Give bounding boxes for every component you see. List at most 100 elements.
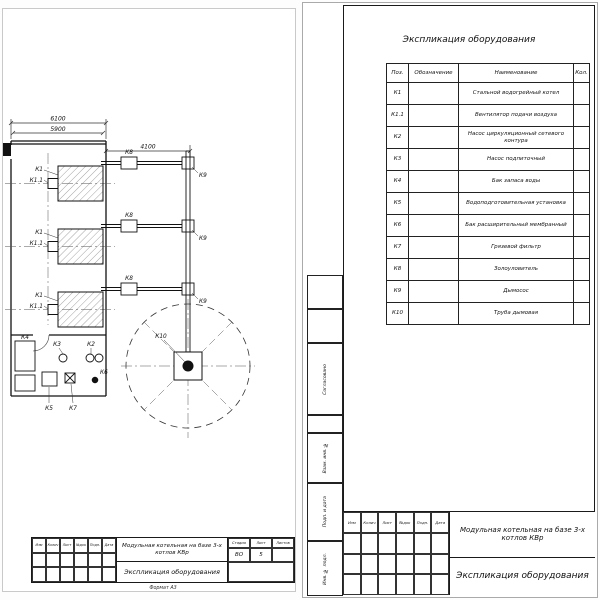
ash-collector-3 [120, 282, 138, 296]
dim-5900: 5900 [50, 126, 65, 133]
expansion-tank [91, 376, 99, 384]
col-header-pos: Поз. [386, 63, 409, 83]
stamp-col-data: Дата [431, 512, 450, 533]
label-k9-1st: К9 [199, 173, 207, 179]
boilers [47, 165, 104, 328]
stamp-col-list: Лист [60, 538, 74, 553]
label-k6: К6 [100, 370, 108, 376]
water-treatment-unit [41, 371, 58, 387]
label-k1-2nd: К1 [35, 230, 43, 236]
sheet-label: Лист [250, 538, 272, 548]
sheets-label: Листов [272, 538, 294, 548]
plan-svg: 6100 5900 4100 [3, 116, 255, 438]
col-header-qty: Кол. [573, 63, 590, 83]
left-title-block: Изм Колич Лист №док Подп. Дата Модульная… [31, 537, 295, 591]
stamp-col-kolich: Колич [360, 512, 379, 533]
project-title: Модульная котельная на базе 3-х котлов К… [117, 538, 227, 563]
right-title-block: Изм Колич Лист №док Подп. Дата Модульная… [343, 511, 595, 595]
label-k3: К3 [53, 342, 61, 348]
left-sheet: 6100 5900 4100 [2, 8, 296, 592]
project-title: Модульная котельная на базе 3-х котлов К… [450, 512, 595, 558]
label-k11-2nd: К1.1 [30, 241, 43, 247]
stage-value: ВО [228, 548, 250, 562]
label-k8-2nd: К8 [125, 213, 133, 219]
label-k9-2nd: К9 [199, 236, 207, 242]
fan-3 [47, 304, 59, 315]
stamp-col-list: Лист [378, 512, 397, 533]
revision-grid: Изм Колич Лист №док Подп. Дата [32, 538, 117, 583]
water-storage-tank [14, 340, 36, 372]
smoke-exhauster-3 [181, 282, 195, 296]
network-pump-2 [94, 353, 104, 363]
boiler-3 [57, 291, 104, 328]
stamp-col-izm: Изм [32, 538, 46, 553]
label-k1-3rd: К1 [35, 293, 43, 299]
dimension-lines [8, 119, 193, 157]
pump-room [14, 340, 104, 392]
label-k4: К4 [21, 335, 29, 341]
flue-ducts [101, 150, 195, 354]
label-k8-3rd: К8 [125, 276, 133, 282]
table-header-row: Поз. Обозначение Наименование Кол. [386, 63, 590, 83]
podp-data-label: Подп. и дата [322, 496, 328, 528]
leader-lines [43, 166, 199, 404]
margin-cell-soglasovano: Согласовано [307, 343, 343, 415]
dim-6100: 6100 [50, 116, 65, 123]
ash-collector-1 [120, 156, 138, 170]
inv-podl-label: Инв. № подл. [322, 552, 328, 585]
label-k11-3rd: К1.1 [30, 304, 43, 310]
format-note: Формат А3 [149, 586, 177, 591]
stamp-col-kolich: Колич [46, 538, 60, 553]
boiler-2 [57, 228, 104, 265]
stage-label: Стадия [228, 538, 250, 548]
label-k2: К2 [87, 342, 95, 348]
spec-title: Экспликация оборудования [402, 35, 536, 45]
label-k7: К7 [69, 406, 77, 412]
col-header-mark: Обозначение [408, 63, 459, 83]
margin-cell-blank-1 [307, 275, 343, 309]
sheet-title: Экспликация оборудования [124, 568, 220, 577]
margin-cell-inv-podl: Инв. № подл. [307, 541, 343, 596]
stamp-col-podp: Подп. [413, 512, 432, 533]
network-pump-1 [85, 353, 95, 363]
stamp-col-podp: Подп. [88, 538, 102, 553]
margin-cell-vzam-inv: Взам. инв. № [307, 433, 343, 483]
vzam-inv-label: Взам. инв. № [322, 442, 328, 474]
equipment-labels: К1 К1.1 К1 К1.1 К1 К1.1 К8 К8 К8 К9 К9 К… [21, 150, 207, 412]
chimney-stack [182, 360, 194, 372]
entry-door [3, 143, 11, 156]
label-k10: К10 [155, 334, 167, 340]
stamp-col-dok: №док [396, 512, 414, 533]
stamp-col-data: Дата [102, 538, 116, 553]
org-cell [228, 562, 294, 582]
label-k8-1st: К8 [125, 150, 133, 156]
stamp-col-dok: №док [74, 538, 88, 553]
label-k5: К5 [45, 406, 53, 412]
margin-cell-blank-3 [307, 415, 343, 433]
soglasovano-label: Согласовано [322, 363, 328, 395]
revision-grid: Изм Колич Лист №док Подп. Дата [343, 512, 450, 595]
sheets-total [272, 548, 294, 562]
stamp-col-izm: Изм [343, 512, 361, 533]
sheet-number: 5 [250, 548, 272, 562]
smoke-exhauster-1 [181, 156, 195, 170]
ash-collector-2 [120, 219, 138, 233]
fan-2 [47, 241, 59, 252]
right-sheet: Экспликация оборудования Поз. Обозначени… [302, 2, 598, 598]
bench [14, 374, 36, 392]
label-k9-3rd: К9 [199, 299, 207, 305]
col-header-name: Наименование [458, 63, 574, 83]
